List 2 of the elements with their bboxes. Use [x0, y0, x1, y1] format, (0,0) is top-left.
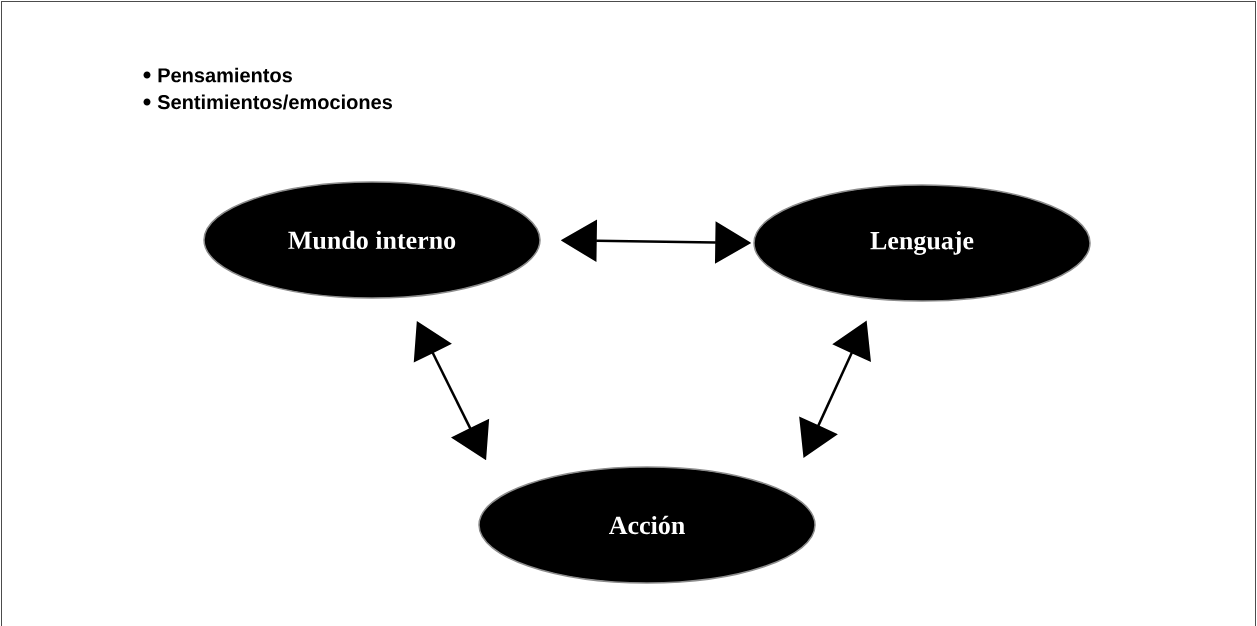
bullet-item: Pensamientos	[143, 67, 292, 83]
bullet-item: Sentimientos/emociones	[143, 94, 392, 110]
